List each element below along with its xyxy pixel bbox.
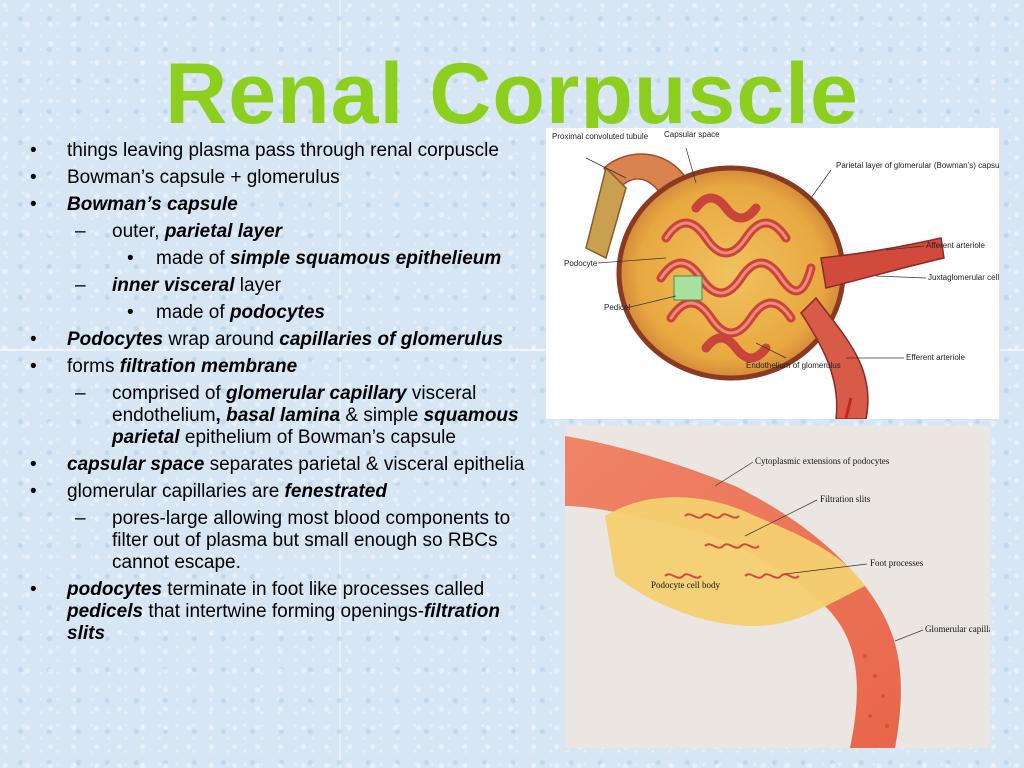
bullet-item: • Bowman’s capsule + glomerulus bbox=[26, 167, 532, 189]
bullet-text: simple squamous epithelieum bbox=[229, 248, 502, 269]
bullet-text: capillaries of glomerulus bbox=[279, 329, 504, 350]
bullet-text: visceral endothelium bbox=[112, 383, 477, 426]
bullet-text: filtration slits bbox=[67, 601, 500, 644]
label-cytoplasmic-extensions: Cytoplasmic extensions of podocytes bbox=[755, 456, 890, 466]
bullet-text: Bowman’s capsule bbox=[67, 194, 238, 215]
bullet-marker: – bbox=[75, 221, 86, 242]
bullet-text: things leaving plasma pass through renal… bbox=[67, 140, 499, 161]
bullet-text: made of bbox=[156, 302, 230, 323]
bullet-text: fenestrated bbox=[284, 481, 387, 502]
bullet-item: • things leaving plasma pass through rena… bbox=[26, 140, 532, 162]
bullet-marker: • bbox=[30, 579, 37, 600]
label-afferent-arteriole: Afferent arteriole bbox=[926, 241, 986, 250]
slide-title: Renal Corpuscle bbox=[165, 46, 859, 142]
bullet-text: basal lamina bbox=[226, 405, 341, 426]
label-efferent-arteriole: Efferent arteriole bbox=[906, 353, 966, 362]
label-podocyte: Podocyte bbox=[564, 259, 598, 268]
svg-text:Filtration slits: Filtration slits bbox=[820, 494, 871, 504]
svg-text:Parietal layer of glomerular (: Parietal layer of glomerular (Bowman’s) … bbox=[836, 161, 999, 170]
bullet-text: capsular space bbox=[67, 454, 205, 475]
bullet-marker: • bbox=[127, 248, 134, 269]
bullet-text: epithelium of Bowman’s capsule bbox=[179, 427, 456, 448]
bullet-item: • capsular space separates parietal & vis… bbox=[26, 454, 532, 476]
bullet-list: • things leaving plasma pass through rena… bbox=[26, 140, 532, 650]
bullet-text: Bowman’s capsule + glomerulus bbox=[67, 167, 340, 188]
bullet-text: & simple bbox=[340, 405, 424, 426]
label-foot-processes: Foot processes bbox=[870, 558, 924, 568]
bullet-marker: • bbox=[30, 194, 37, 215]
bullet-marker: • bbox=[30, 140, 37, 161]
bullet-item: – comprised of glomerular capillary visce… bbox=[26, 383, 532, 449]
bullet-text: filtration membrane bbox=[119, 356, 298, 377]
bullet-marker: • bbox=[30, 167, 37, 188]
bullet-item: – outer, parietal layer bbox=[26, 221, 532, 243]
label-capsular-space: Capsular space bbox=[664, 130, 720, 139]
bullet-item: • glomerular capillaries are fenestrated bbox=[26, 481, 532, 503]
bullet-item: • forms filtration membrane bbox=[26, 356, 532, 378]
bullet-text: pores-large allowing most blood componen… bbox=[112, 508, 511, 573]
bullet-text: layer bbox=[234, 275, 281, 296]
bullet-text: , bbox=[215, 405, 221, 426]
bullet-item: • Podocytes wrap around capillaries of gl… bbox=[26, 329, 532, 351]
bullet-marker: • bbox=[127, 302, 134, 323]
bullet-text: pedicels bbox=[67, 601, 144, 622]
svg-text:Efferent arteriole: Efferent arteriole bbox=[906, 353, 966, 362]
svg-text:Cytoplasmic extensions of podo: Cytoplasmic extensions of podocytes bbox=[755, 456, 890, 466]
bullet-item: • made of podocytes bbox=[26, 302, 532, 324]
bullet-text: wrap around bbox=[163, 329, 280, 350]
label-podocyte-cell-body: Podocyte cell body bbox=[651, 580, 720, 590]
svg-text:Foot processes: Foot processes bbox=[870, 558, 924, 568]
bullet-item: • made of simple squamous epithelieum bbox=[26, 248, 532, 270]
bullet-text: made of bbox=[156, 248, 230, 269]
svg-text:Podocyte: Podocyte bbox=[564, 259, 598, 268]
bullet-marker: – bbox=[75, 508, 86, 529]
bullet-text: comprised of bbox=[112, 383, 227, 404]
bullet-text: squamous parietal bbox=[112, 405, 519, 448]
label-parietal-layer: Parietal layer of glomerular (Bowman’s) … bbox=[836, 161, 999, 170]
label-pedicel: Pedicel bbox=[604, 303, 630, 312]
bullet-text: glomerular capillaries are bbox=[67, 481, 285, 502]
bullet-marker: • bbox=[30, 454, 37, 475]
svg-text:Pedicel: Pedicel bbox=[604, 303, 630, 312]
bullet-marker: • bbox=[30, 329, 37, 350]
label-glomerular-capillary: Glomerular capillary with pores bbox=[925, 624, 990, 634]
svg-text:Endothelium of glomerulus: Endothelium of glomerulus bbox=[746, 361, 841, 370]
svg-text:Capsular space: Capsular space bbox=[664, 130, 720, 139]
label-endothelium: Endothelium of glomerulus bbox=[746, 361, 841, 370]
svg-text:Proximal convoluted tubule: Proximal convoluted tubule bbox=[552, 132, 649, 141]
bullet-text: Podocytes bbox=[67, 329, 164, 350]
bullet-marker: – bbox=[75, 275, 86, 296]
bullet-text: glomerular capillary bbox=[226, 383, 407, 404]
bullet-text: podocytes bbox=[67, 579, 163, 600]
bullet-marker: • bbox=[30, 481, 37, 502]
bullet-item: – pores-large allowing most blood compone… bbox=[26, 508, 532, 574]
bullet-text: outer, bbox=[112, 221, 165, 242]
bullet-item: • Bowman’s capsule bbox=[26, 194, 532, 216]
bullet-text: terminate in foot like processes called bbox=[162, 579, 485, 600]
svg-text:Afferent arteriole: Afferent arteriole bbox=[926, 241, 986, 250]
filtration-membrane-diagram: Cytoplasmic extensions of podocytes Filt… bbox=[565, 426, 990, 748]
renal-corpuscle-diagram: Proximal convoluted tubule Capsular spac… bbox=[546, 128, 999, 419]
bullet-item: – inner visceral layer bbox=[26, 275, 532, 297]
label-juxtaglomerular-cell: Juxtaglomerular cell bbox=[928, 273, 999, 282]
bullet-marker: • bbox=[30, 356, 37, 377]
bullet-item: • podocytes terminate in foot like proces… bbox=[26, 579, 532, 645]
label-proximal-tubule: Proximal convoluted tubule bbox=[552, 132, 649, 141]
bullet-text: forms bbox=[67, 356, 120, 377]
svg-text:Glomerular capillary with pore: Glomerular capillary with pores bbox=[925, 624, 990, 634]
bullet-text: parietal layer bbox=[164, 221, 283, 242]
svg-text:Juxtaglomerular cell: Juxtaglomerular cell bbox=[928, 273, 999, 282]
bullet-text: podocytes bbox=[229, 302, 325, 323]
label-filtration-slits: Filtration slits bbox=[820, 494, 871, 504]
svg-text:Podocyte cell body: Podocyte cell body bbox=[651, 580, 720, 590]
bullet-marker: – bbox=[75, 383, 86, 404]
bullet-text: inner visceral bbox=[112, 275, 235, 296]
bullet-text: separates parietal & visceral epithelia bbox=[204, 454, 525, 475]
bullet-text: that intertwine forming openings- bbox=[143, 601, 424, 622]
